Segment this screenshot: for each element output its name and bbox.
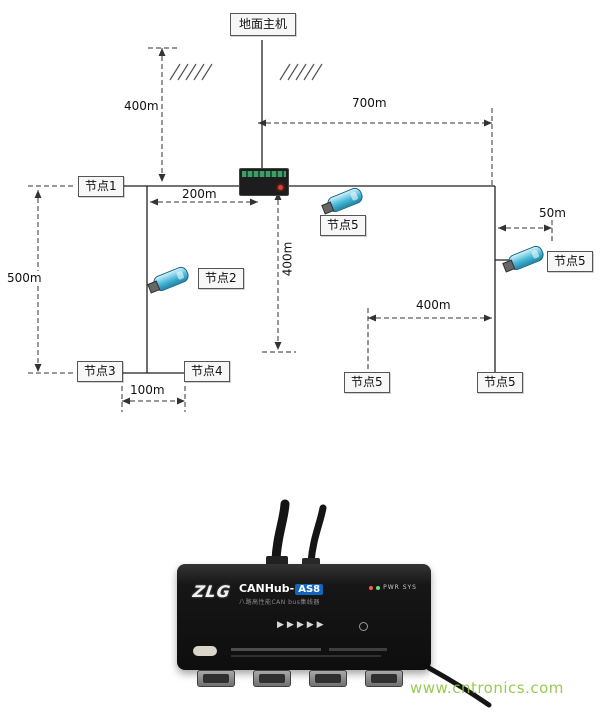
model-subtitle: 八路高性能CAN bus集线器 (238, 599, 320, 606)
node1-box: 节点1 (78, 176, 124, 197)
dim-500m: 500m (5, 271, 44, 285)
dim-left-400m: 400m (122, 99, 161, 113)
model-block: CANHub-AS8 八路高性能CAN bus集线器 (238, 582, 324, 606)
network-topology-diagram: 地面主机 节点1 节点2 节点3 节点4 节点5 节点5 节点5 节点5 400… (0, 0, 605, 470)
dim-top-700m: 700m (350, 96, 389, 110)
model-prefix: CANHub- (238, 582, 295, 595)
status-leds: PWR SYS (369, 584, 417, 591)
node5-top-box: 节点5 (320, 215, 366, 236)
panel-button-icon (359, 622, 368, 631)
diagram-lines (28, 40, 553, 412)
bus-lines (122, 40, 512, 374)
dim-200m: 200m (180, 187, 219, 201)
model-name: CANHub-AS8 (238, 582, 324, 595)
db9-port-row (197, 670, 403, 687)
node3-box: 节点3 (77, 361, 123, 382)
power-cables (266, 499, 327, 571)
dim-50m: 50m (537, 206, 568, 220)
dim-mid-400m: 400m (280, 239, 295, 279)
db9-port-icon (197, 670, 235, 687)
sys-led (376, 585, 381, 590)
dim-bottom-400m: 400m (414, 298, 453, 312)
panel-fine-print (231, 648, 321, 651)
dimension-lines (28, 47, 553, 412)
db9-port-icon (309, 670, 347, 687)
db9-port-icon (365, 670, 403, 687)
panel-fine-print (231, 655, 381, 657)
model-badge: AS8 (295, 584, 324, 595)
earth-ground-symbol-left (169, 63, 213, 81)
node5-bottom-right-box: 节点5 (477, 372, 523, 393)
device-body: ZLG CANHub-AS8 八路高性能CAN bus集线器 PWR SYS ▶… (177, 564, 431, 670)
earth-ground-symbol-right (279, 63, 323, 81)
sticker-badge (193, 646, 217, 656)
can-repeater-device (239, 168, 289, 196)
panel-fine-print (329, 648, 387, 651)
canhub-as8-photo: ZLG CANHub-AS8 八路高性能CAN bus集线器 PWR SYS ▶… (163, 498, 493, 713)
node4-box: 节点4 (184, 361, 230, 382)
db9-port-icon (253, 670, 291, 687)
pwr-led (369, 585, 374, 590)
node5-right-box: 节点5 (547, 251, 593, 272)
node2-box: 节点2 (198, 268, 244, 289)
panel-arrow-icons: ▶▶▶▶▶ (277, 620, 327, 630)
node5-bottom-left-box: 节点5 (344, 372, 390, 393)
watermark: www.cntronics.com (410, 679, 564, 697)
dim-100m: 100m (128, 383, 167, 397)
zlg-logo: ZLG (191, 582, 233, 601)
output-cable (426, 665, 492, 708)
ground-host-box: 地面主机 (230, 13, 297, 36)
brand-row: ZLG CANHub-AS8 八路高性能CAN bus集线器 (191, 582, 324, 606)
led-labels: PWR SYS (383, 584, 417, 591)
